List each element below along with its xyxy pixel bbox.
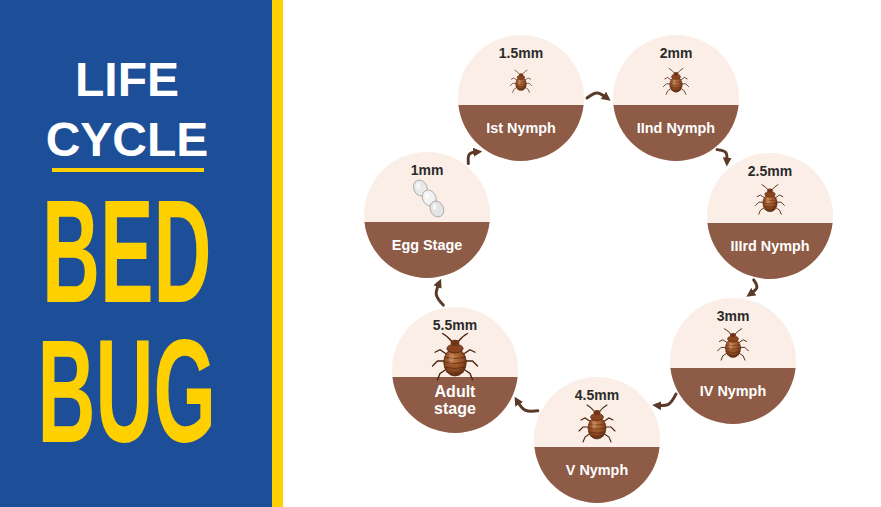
headline-text: BED BUG — [36, 182, 218, 462]
stage-circle: 2mmIInd Nymph — [613, 35, 739, 161]
stage-circle: 1.5mmIst Nymph — [458, 35, 584, 161]
circle-top — [364, 152, 490, 278]
circle-bottom — [613, 105, 738, 161]
circle-top — [392, 307, 518, 433]
cycle-arrow — [657, 394, 676, 405]
stage-name: IIIrd Nymph — [711, 238, 829, 255]
title-underline — [52, 168, 204, 172]
stage-circle: 5.5mmAdult stage — [392, 307, 518, 433]
circle-top — [670, 298, 796, 424]
size-label: 5.5mm — [392, 317, 518, 333]
circle-top — [458, 35, 584, 161]
circle-top — [534, 377, 660, 503]
stage-name: IInd Nymph — [617, 120, 735, 137]
stage-name: IV Nymph — [674, 383, 792, 400]
stage-name: Egg Stage — [368, 237, 486, 254]
stage-name: Adult stage — [420, 383, 490, 417]
bug-illustration — [433, 334, 478, 380]
cycle-arrow — [587, 93, 607, 98]
egg-illustration — [411, 178, 446, 219]
circle-bottom — [364, 222, 489, 278]
title-text: LIFE CYCLE — [12, 50, 242, 170]
stage-name: V Nymph — [538, 462, 656, 479]
cycle-arrow — [468, 152, 478, 164]
bug-illustration — [756, 185, 785, 215]
circle-bottom — [534, 447, 659, 503]
size-label: 4.5mm — [534, 387, 660, 403]
cycle-arrow — [750, 280, 757, 294]
cycle-arrow — [436, 283, 443, 305]
size-label: 2.5mm — [707, 163, 833, 179]
bug-illustration — [718, 329, 749, 360]
bug-illustration — [663, 68, 688, 94]
size-label: 1mm — [364, 162, 490, 178]
size-label: 2mm — [613, 45, 739, 61]
stage-circle: 3mm IV Nymph — [670, 298, 796, 424]
size-label: 3mm — [670, 308, 796, 324]
cycle-arrow — [517, 401, 538, 412]
stage-circle: 2.5mmIIIrd Nymph — [707, 153, 833, 279]
stage-name: Ist Nymph — [462, 120, 580, 137]
circle-bottom — [392, 377, 517, 433]
size-label: 1.5mm — [458, 45, 584, 61]
circle-bottom — [707, 223, 832, 279]
circle-top — [707, 153, 833, 279]
stage-circle: 4.5mm V Nymph — [534, 377, 660, 503]
circle-bottom — [670, 368, 795, 424]
stage-circle: 1mmEgg Stage — [364, 152, 490, 278]
circle-top — [613, 35, 739, 161]
cycle-arrow — [717, 150, 727, 162]
circle-bottom — [458, 105, 583, 161]
accent-strip — [272, 0, 283, 507]
bug-illustration — [510, 70, 532, 92]
bug-illustration — [579, 405, 615, 442]
